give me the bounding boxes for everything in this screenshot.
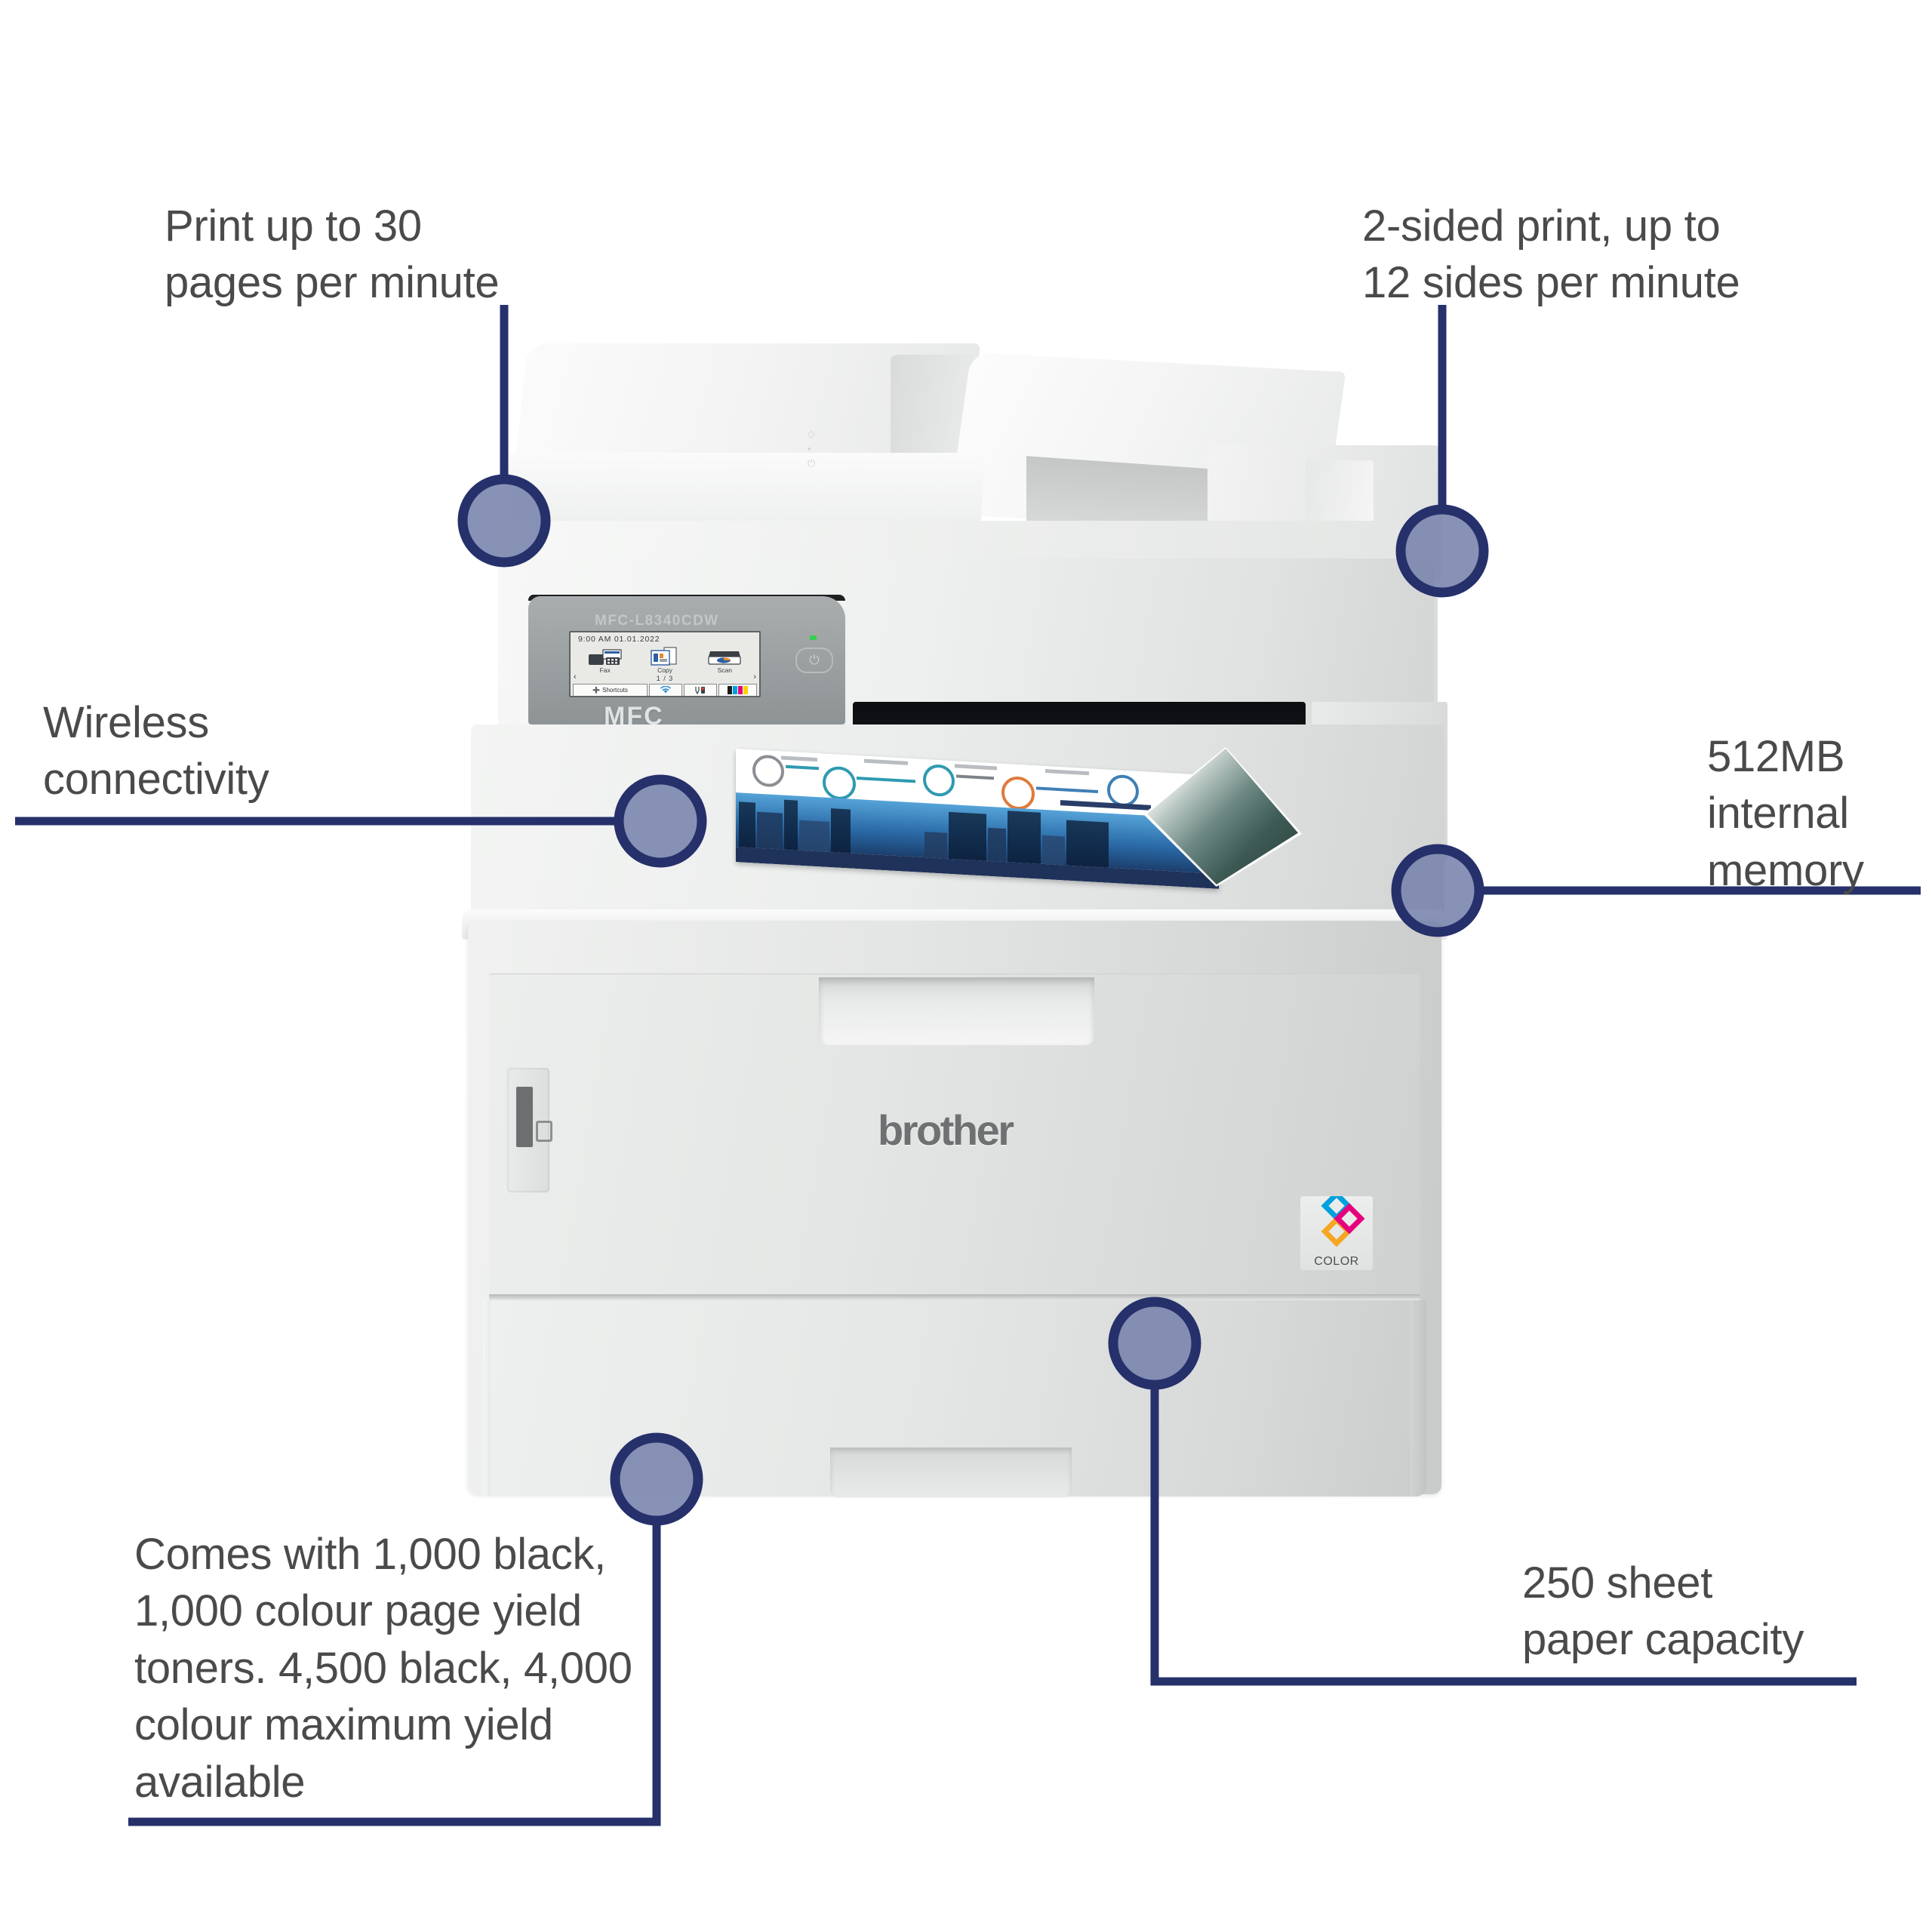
paper-tray-handle[interactable] [830, 1447, 1072, 1497]
printed-document [736, 747, 1302, 889]
printed-document-face [736, 749, 1219, 889]
lcd-tile-fax[interactable]: Fax [585, 647, 626, 674]
lcd-ink-levels-button[interactable] [718, 684, 757, 696]
color-badge [1300, 1190, 1373, 1270]
lcd-shortcuts-button[interactable]: ➕ Shortcuts [573, 684, 648, 696]
lcd-touchscreen[interactable]: 9:00 AM 01.01.2022 Fax Copy [569, 631, 761, 697]
adf-indicator-icons: ◇•⏻ [808, 428, 817, 469]
lcd-wifi-button[interactable] [649, 684, 683, 696]
wifi-icon [660, 686, 672, 694]
lcd-tile-scan[interactable]: Scan [704, 647, 745, 674]
tray-seam [489, 1294, 1420, 1300]
usb-port[interactable] [516, 1087, 533, 1147]
lcd-page-indicator: 1 / 3 [656, 675, 674, 682]
color-diamond-icon [1321, 1190, 1365, 1247]
fax-icon [585, 647, 626, 666]
callout-label-wireless: Wireless connectivity [43, 698, 269, 804]
front-door-handle[interactable] [819, 977, 1094, 1045]
lcd-home-tiles[interactable]: Fax Copy Scan [571, 644, 759, 674]
callout-label-toner-yield: Comes with 1,000 black, 1,000 colour pag… [134, 1530, 632, 1807]
usb-icon [536, 1121, 552, 1142]
brother-logo: brother [878, 1106, 1014, 1154]
power-led-indicator [810, 635, 817, 640]
lcd-prev-arrow[interactable]: ‹ [574, 672, 577, 681]
paper-tray-right-edge [1410, 1300, 1426, 1497]
callout-label-print-speed: Print up to 30 pages per minute [165, 202, 500, 308]
ink-levels-icon [728, 686, 749, 694]
power-button[interactable]: ⏻ [795, 648, 833, 673]
lcd-next-arrow[interactable]: › [753, 672, 756, 681]
callout-label-memory: 512MB internal memory [1707, 732, 1864, 895]
paper-tray-left-edge [483, 1300, 491, 1497]
toner-icon [695, 687, 706, 694]
color-badge-label: COLOR [1314, 1255, 1359, 1268]
power-icon: ⏻ [809, 653, 820, 667]
lcd-tile-scan-label: Scan [717, 666, 732, 674]
lcd-tile-copy[interactable]: Copy [645, 647, 685, 674]
model-name-label: MFC-L8340CDW [595, 613, 719, 629]
scan-icon [704, 647, 745, 666]
callout-label-paper-capacity: 250 sheet paper capacity [1522, 1558, 1804, 1665]
shortcuts-icon: ➕ [592, 687, 601, 694]
lcd-button-bar[interactable]: ➕ Shortcuts [571, 684, 759, 696]
lcd-tile-fax-label: Fax [599, 666, 611, 674]
lcd-status-line: 9:00 AM 01.01.2022 [578, 635, 660, 644]
lcd-toner-button[interactable] [684, 684, 718, 696]
copy-icon [645, 647, 685, 666]
callout-label-duplex-print: 2-sided print, up to 12 sides per minute [1362, 202, 1740, 308]
lcd-shortcuts-label: Shortcuts [602, 687, 628, 694]
lcd-tile-copy-label: Copy [657, 666, 672, 674]
